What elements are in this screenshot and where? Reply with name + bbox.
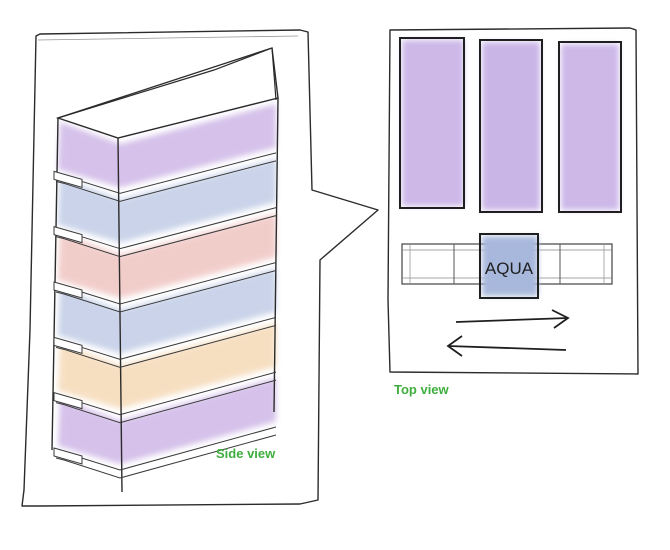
shelf-right-post <box>273 97 279 413</box>
shelf-tint <box>58 213 276 298</box>
shelf-lip <box>53 392 83 410</box>
shelf-front-post <box>117 137 123 493</box>
side-view-caption: Side view <box>216 446 276 461</box>
shelving-unit <box>51 47 279 493</box>
shelf-tint <box>58 158 276 243</box>
move-right-arrow <box>455 309 570 329</box>
tank-3 <box>558 41 622 213</box>
tank-1 <box>399 37 465 209</box>
shelf-lip <box>53 336 83 354</box>
top-view-caption: Top view <box>394 382 449 397</box>
top-view-diagram: AQUA <box>399 37 622 357</box>
shelf-lip <box>53 447 83 465</box>
move-left-arrow <box>446 335 567 357</box>
shelf-tint <box>58 323 276 409</box>
shelf-lip <box>53 226 83 244</box>
aqua-label: AQUA <box>485 259 534 278</box>
shelf-tint <box>58 378 276 464</box>
shelf-lip <box>53 170 83 188</box>
tank-2 <box>479 39 543 213</box>
shelf-tint <box>58 268 276 354</box>
shelf-tint <box>58 104 276 188</box>
shelf-lip <box>53 281 83 299</box>
aqua-module: AQUA <box>479 233 539 299</box>
